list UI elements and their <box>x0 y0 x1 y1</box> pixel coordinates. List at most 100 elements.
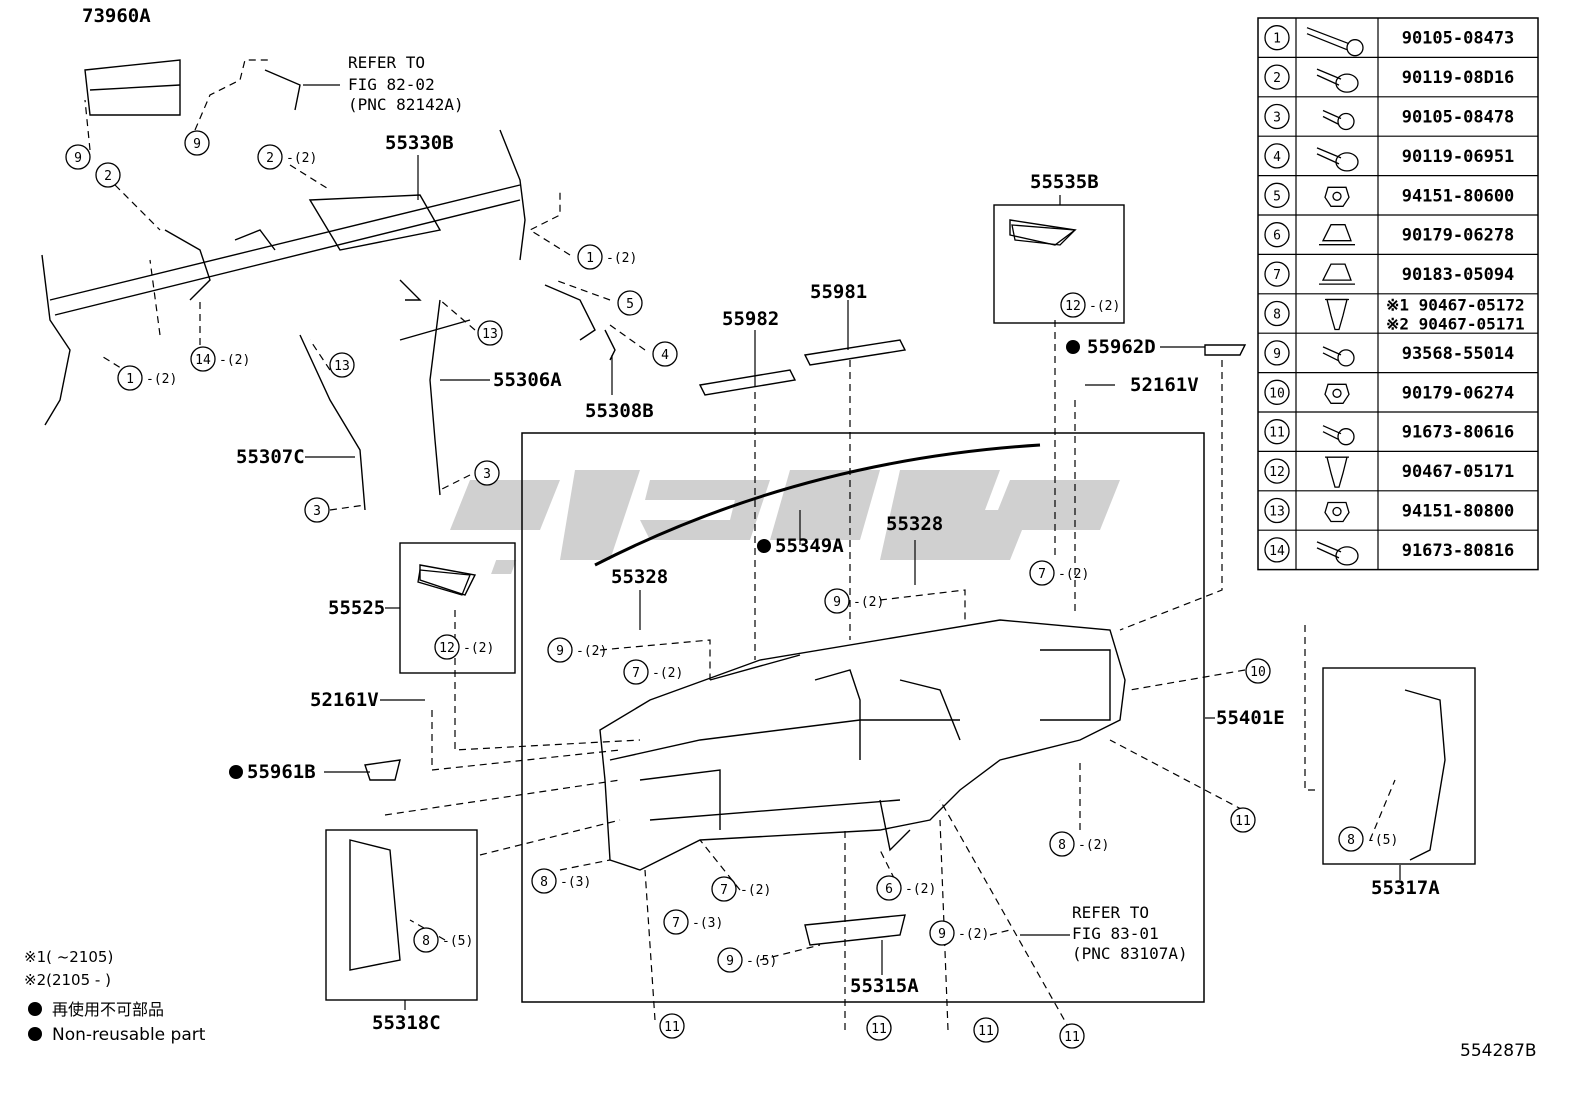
row-number-circle <box>1264 222 1290 248</box>
callout-qty: -(2) <box>740 883 771 898</box>
part-number: 90105-08478 <box>1402 108 1515 128</box>
support-beam-drawing <box>41 59 1446 971</box>
row-number: 2 <box>1273 71 1281 86</box>
callout-qty: -(3) <box>692 916 723 931</box>
callout-8: 8-(5) <box>413 927 473 953</box>
callout-8: 8-(5) <box>1338 826 1398 852</box>
cover-55535B-shape <box>1011 224 1077 246</box>
callout-7: 7-(2) <box>623 659 683 685</box>
svg-text:※2(2105 - ): ※2(2105 - ) <box>24 971 111 989</box>
part-number: 90119-06951 <box>1402 147 1515 167</box>
svg-text:REFER TO: REFER TO <box>1072 903 1149 922</box>
svg-text:※1( ~2105): ※1( ~2105) <box>24 948 113 966</box>
callout-qty: -(2) <box>219 353 250 368</box>
callout-9: 9 -(2) <box>547 637 607 663</box>
row-number-circle <box>1264 103 1290 130</box>
callout-7: 7 -(2) <box>711 876 771 902</box>
legend: ※1( ~2105) ※2(2105 - ) 再使用不可部品 Non-reusa… <box>24 948 206 1045</box>
callout-9: 9-(2) <box>824 588 884 614</box>
callout-number: 13 <box>482 327 498 342</box>
part-number: 90467-05171 <box>1402 462 1515 482</box>
screw-icon <box>1322 346 1355 367</box>
label-55525: 55525 <box>328 597 385 619</box>
callout-qty: -(2) <box>606 251 637 266</box>
callout-qty: -(5) <box>746 954 777 969</box>
label-55535B: 55535B <box>1030 171 1099 193</box>
row-number: 11 <box>1269 426 1285 441</box>
label-55315A: 55315A <box>850 975 919 997</box>
label-55318C: 55318C <box>372 1012 441 1034</box>
row-number-circle <box>1264 537 1290 563</box>
part-number: 91673-80816 <box>1402 541 1515 561</box>
callout-number: 2 <box>266 151 274 166</box>
row-number: 3 <box>1273 111 1281 126</box>
callout-4: 4 <box>652 341 678 367</box>
callout-number: 9 <box>556 644 564 659</box>
callout-number: 7 <box>720 883 728 898</box>
callout-number: 9 <box>726 954 734 969</box>
callout-qty: -(2) <box>905 882 936 897</box>
callout-7: 7-(2) <box>1029 560 1089 586</box>
callout-14: 14 -(2) <box>190 346 250 372</box>
box-55318C <box>325 829 478 1001</box>
push-clip-icon <box>1325 456 1349 488</box>
callout-12: 12-(2) <box>434 634 494 660</box>
row-number-circle <box>1264 419 1290 445</box>
flange-bolt-icon <box>1316 541 1359 566</box>
label-55328-right: 55328 <box>886 513 943 535</box>
part-number: 90105-08473 <box>1402 29 1515 49</box>
short-bolt-icon <box>1322 109 1355 131</box>
callout-10: 10 <box>1245 658 1271 684</box>
callout-9: 9-(2) <box>929 920 989 946</box>
box-55525 <box>399 542 516 674</box>
part-number: 90179-06278 <box>1402 226 1515 246</box>
clip-nut-icon <box>1319 224 1355 246</box>
row-number: 14 <box>1269 544 1285 559</box>
callout-qty: -(2) <box>146 372 177 387</box>
row-number: 10 <box>1269 386 1285 401</box>
box-55317A <box>1322 667 1476 865</box>
row-number-circle <box>1264 300 1290 327</box>
callout-number: 7 <box>632 666 640 681</box>
callout-1: 1 -(2) <box>577 244 637 270</box>
row-number-circle <box>1264 25 1290 51</box>
part-number: 93568-55014 <box>1402 344 1515 364</box>
callout-11: 11 <box>866 1015 892 1041</box>
callout-number: 4 <box>661 348 669 363</box>
row-number: 1 <box>1273 32 1281 47</box>
part-labels: 73960A 55330B 55306A 55308B 55307C 55982… <box>82 5 1537 1061</box>
label-55982: 55982 <box>722 308 779 330</box>
row-number-circle <box>1264 261 1290 287</box>
callout-9: 9 <box>65 144 91 170</box>
table-row: 8※1 90467-05172※2 90467-05171 <box>1258 293 1538 334</box>
table-row: 1 90105-08473 <box>1264 25 1515 57</box>
callout-number: 1 <box>586 251 594 266</box>
callouts: 9292-(2)1-(2)54131314-(2)1-(2)3312-(2)7-… <box>65 130 1398 1049</box>
callout-number: 9 <box>74 151 82 166</box>
callout-11: 11 <box>659 1013 685 1039</box>
callout-number: 2 <box>104 169 112 184</box>
callout-number: 8 <box>540 875 548 890</box>
svg-text:(PNC 82142A): (PNC 82142A) <box>348 95 464 114</box>
callout-3: 3 <box>304 497 330 523</box>
callout-number: 3 <box>313 504 321 519</box>
part-number: 90119-08D16 <box>1402 68 1515 88</box>
solid-leaders <box>303 84 1401 1010</box>
row-number: 6 <box>1273 229 1281 244</box>
instrument-panel-drawing <box>594 443 1126 871</box>
row-number-circle <box>1264 340 1290 366</box>
flange-bolt-icon <box>1316 147 1359 172</box>
callout-11: 11 <box>1230 807 1256 833</box>
callout-number: 14 <box>195 353 211 368</box>
callout-qty: -(2) <box>576 644 607 659</box>
callout-11: 11 <box>973 1017 999 1043</box>
label-55401E: 55401E <box>1216 707 1285 729</box>
callout-9: 9 <box>184 130 210 156</box>
non-reusable-markers <box>28 340 1080 1041</box>
callout-12: 12-(2) <box>1060 292 1120 318</box>
clip-icon <box>1319 263 1355 285</box>
row-number: 8 <box>1273 308 1281 323</box>
